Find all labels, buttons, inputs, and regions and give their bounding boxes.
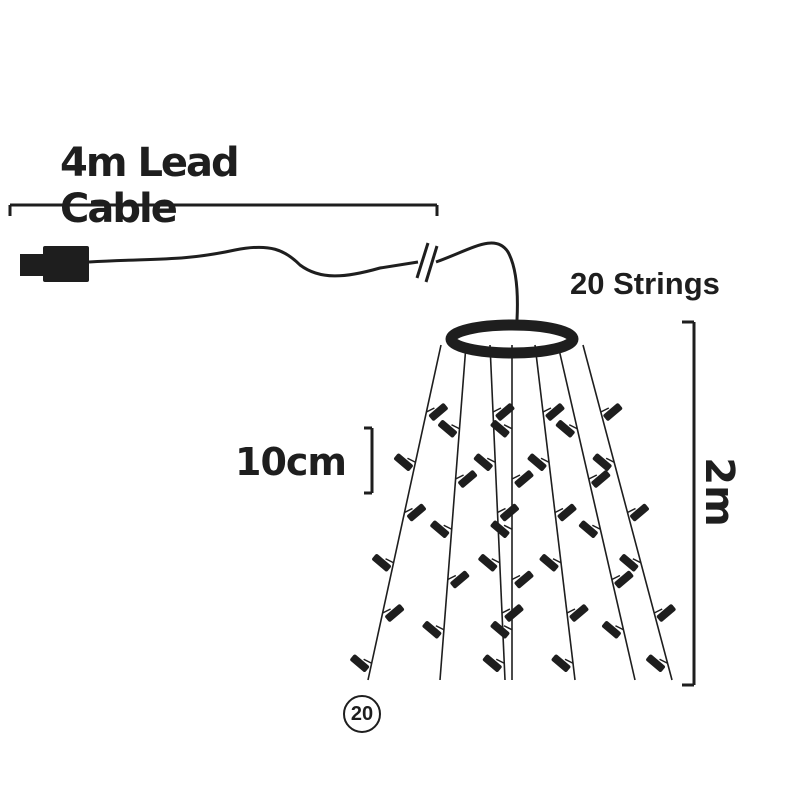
bulb-stem [382, 608, 391, 614]
lead-cable-dimension-bracket [8, 203, 439, 216]
bulb-icon [490, 621, 510, 639]
bulb-stem [503, 625, 513, 631]
bulb-stem [486, 457, 496, 463]
light-string [557, 344, 636, 681]
bulb-icon [438, 420, 457, 438]
bulb-icon [428, 403, 448, 421]
bulb-stem [611, 574, 621, 581]
bulb-icon [557, 503, 577, 522]
bulb-stem [511, 474, 521, 480]
bulb-stem [588, 474, 598, 480]
bulb-icon [656, 604, 676, 622]
drop-length-label: 2m [696, 457, 742, 527]
bulb-stem [491, 558, 501, 564]
bulb-stem [492, 407, 502, 413]
spacing-dimension-bracket [364, 426, 374, 495]
bulb-icon [490, 520, 510, 538]
bulb-icon [490, 420, 510, 438]
bulb-icon [385, 604, 405, 622]
bulb-icon [555, 420, 575, 438]
bulb-stem [511, 574, 521, 581]
bulb-icon [569, 604, 589, 622]
bulb-stem [455, 474, 464, 480]
light-string [439, 344, 467, 681]
bulb-stem [407, 457, 416, 463]
bulb-stem [435, 625, 445, 631]
bulb-stem [552, 558, 562, 564]
lead-cable-label: 4m Lead Cable [60, 140, 240, 232]
bulb-icon [551, 654, 571, 672]
bulb-stem [501, 608, 511, 614]
bulb-icon [478, 554, 498, 572]
bulb-icon [578, 520, 598, 538]
bulb-icon [630, 503, 649, 522]
bulb-icon [592, 453, 612, 471]
bulb-icon [450, 570, 470, 589]
bulb-icon [514, 570, 534, 589]
cable-break-icon [415, 242, 439, 283]
bulb-stem [653, 608, 663, 614]
bulb-stem [540, 457, 550, 463]
bulb-icon [646, 654, 665, 672]
height-dimension-bracket [682, 320, 696, 687]
bulb-icon [614, 570, 634, 589]
bulb-stem [503, 524, 513, 530]
bulb-stem [600, 407, 610, 413]
bulb-stem [451, 424, 460, 430]
bulb-icon [527, 453, 547, 471]
bulb-stem [447, 574, 457, 581]
bulb-icon [458, 470, 478, 488]
lead-cable [88, 245, 419, 278]
bulb-icon [482, 654, 502, 672]
bulb-icon [372, 554, 391, 572]
plug-icon [20, 246, 89, 282]
lead-cable-to-ring [435, 241, 519, 321]
bulb-icon [603, 403, 623, 421]
bulb-stem [443, 524, 453, 530]
light-strings [350, 344, 676, 681]
bulb-icon [545, 403, 565, 421]
bulb-stem [385, 558, 394, 564]
bulb-stem [566, 608, 576, 614]
bulb-spacing-label: 10cm [235, 440, 347, 484]
bulb-stem [627, 507, 636, 514]
bulb-icon [473, 453, 493, 471]
bulb-icon [602, 621, 621, 639]
bulb-icon [394, 453, 413, 471]
bulb-stem [659, 658, 668, 664]
string-count-badge: 20 [343, 695, 381, 733]
bulb-icon [619, 554, 639, 572]
bulb-icon [514, 470, 534, 488]
bulb-stem [564, 658, 574, 664]
bulb-stem [632, 558, 642, 564]
bulb-icon [430, 520, 450, 538]
bulb-stem [495, 658, 505, 664]
bulb-icon [495, 403, 515, 421]
bulb-stem [615, 625, 624, 631]
bulb-icon [422, 621, 442, 639]
bulb-icon [407, 503, 426, 522]
bulb-stem [568, 424, 578, 430]
strings-count-label: 20 Strings [570, 266, 720, 301]
bulb-icon [539, 554, 559, 572]
bulb-icon [591, 470, 611, 488]
bulb-stem [404, 507, 413, 514]
bulb-stem [426, 407, 435, 413]
bulb-icon [504, 604, 524, 622]
bulb-stem [503, 424, 513, 430]
bulb-stem [554, 507, 564, 514]
bulb-stem [542, 407, 552, 413]
bulb-icon [350, 654, 370, 672]
bulb-stem [592, 524, 601, 530]
bulb-stem [497, 507, 506, 514]
bulb-icon [500, 503, 519, 522]
bulb-stem [605, 457, 615, 463]
bulb-stem [363, 658, 372, 664]
